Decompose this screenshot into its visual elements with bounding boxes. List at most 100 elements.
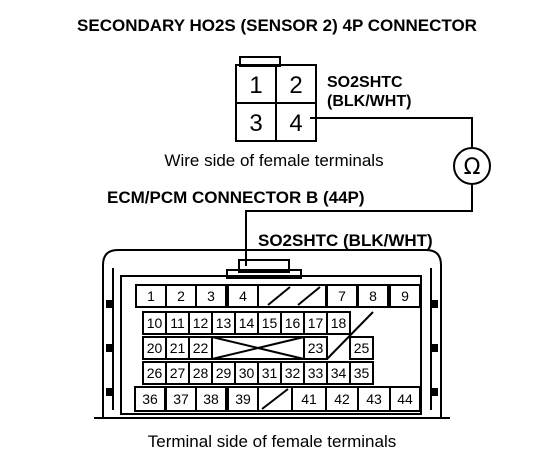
terminal-cell: 1 — [135, 284, 167, 308]
blank-slash — [267, 286, 291, 306]
terminal-number: 13 — [216, 315, 232, 331]
ecm-connector-housing — [94, 249, 450, 419]
terminal-cell: 31 — [257, 361, 282, 385]
terminal-cell: 20 — [142, 336, 167, 360]
terminal-number: 14 — [239, 315, 255, 331]
terminal-cell: 34 — [326, 361, 351, 385]
terminal-cell: 38 — [195, 386, 227, 412]
terminal-number: 38 — [203, 391, 219, 407]
terminal-number: 22 — [193, 340, 209, 356]
terminal-number: 27 — [170, 365, 186, 381]
sensor-terminal: 3 — [249, 110, 262, 137]
blank-slash — [261, 388, 289, 410]
terminal-number: 42 — [334, 391, 350, 407]
terminal-number: 34 — [331, 365, 347, 381]
terminal-cell: 26 — [142, 361, 167, 385]
terminal-cell: 43 — [357, 386, 391, 412]
terminal-cell: 28 — [188, 361, 213, 385]
terminal-cell: 27 — [165, 361, 190, 385]
diagram-title: SECONDARY HO2S (SENSOR 2) 4P CONNECTOR — [77, 16, 477, 35]
terminal-cell: 3 — [195, 284, 227, 308]
terminal-number: 16 — [285, 315, 301, 331]
terminal-cell: 11 — [165, 311, 190, 335]
terminal-number: 26 — [147, 365, 163, 381]
terminal-cell: 15 — [257, 311, 282, 335]
terminal-cell: 16 — [280, 311, 305, 335]
sensor-wire-name: SO2SHTC — [327, 74, 403, 91]
terminal-cell: 32 — [280, 361, 305, 385]
terminal-cell: 44 — [389, 386, 421, 412]
terminal-number: 15 — [262, 315, 278, 331]
terminal-number: 36 — [142, 391, 158, 407]
terminal-cell: 37 — [165, 386, 197, 412]
housing-latches — [106, 300, 438, 396]
terminal-cell: 14 — [234, 311, 259, 335]
blank-cross — [211, 336, 305, 360]
ohmmeter-icon: Ω — [453, 147, 491, 185]
terminal-number: 18 — [331, 315, 347, 331]
terminal-cell: 9 — [389, 284, 421, 308]
terminal-number: 33 — [308, 365, 324, 381]
blank-slash — [326, 311, 374, 360]
terminal-cell: 8 — [357, 284, 389, 308]
terminal-number: 37 — [173, 391, 189, 407]
terminal-cell: 30 — [234, 361, 259, 385]
ecm-connector-title: ECM/PCM CONNECTOR B (44P) — [107, 188, 365, 207]
terminal-number: 39 — [235, 391, 251, 407]
terminal-cell: 39 — [227, 386, 259, 412]
terminal-number: 31 — [262, 365, 278, 381]
terminal-number: 4 — [239, 288, 247, 304]
terminal-number: 2 — [177, 288, 185, 304]
sensor-terminal: 1 — [249, 72, 262, 99]
blank-slash — [297, 286, 321, 306]
terminal-number: 35 — [354, 365, 370, 381]
terminal-number: 23 — [308, 340, 324, 356]
terminal-number: 41 — [301, 391, 317, 407]
terminal-cell: 25 — [349, 336, 374, 360]
terminal-number: 32 — [285, 365, 301, 381]
terminal-number: 9 — [401, 288, 409, 304]
terminal-cell: 41 — [291, 386, 327, 412]
terminal-cell: 2 — [165, 284, 197, 308]
terminal-cell: 33 — [303, 361, 328, 385]
probe-wire-lower — [245, 184, 473, 266]
terminal-number: 25 — [354, 340, 370, 356]
terminal-number: 44 — [397, 391, 413, 407]
terminal-cell: 10 — [142, 311, 167, 335]
terminal-number: 12 — [193, 315, 209, 331]
terminal-cell: 12 — [188, 311, 213, 335]
sensor-terminal: 2 — [289, 72, 302, 99]
terminal-number: 7 — [338, 288, 346, 304]
ecm-wire-label: SO2SHTC (BLK/WHT) — [258, 231, 433, 250]
sensor-4p-connector: 1 2 3 4 — [235, 56, 317, 142]
terminal-cell: 18 — [326, 311, 351, 335]
terminal-cell: 36 — [134, 386, 166, 412]
terminal-cell: 29 — [211, 361, 236, 385]
sensor-caption: Wire side of female terminals — [164, 151, 383, 170]
terminal-number: 21 — [170, 340, 186, 356]
probe-wire-upper — [310, 117, 473, 148]
terminal-cell: 22 — [188, 336, 213, 360]
terminal-cell: 13 — [211, 311, 236, 335]
terminal-cell: 17 — [303, 311, 328, 335]
sensor-terminal: 4 — [289, 110, 302, 137]
terminal-cell: 42 — [325, 386, 359, 412]
terminal-number: 3 — [207, 288, 215, 304]
ohm-symbol: Ω — [464, 155, 481, 180]
terminal-cell: 7 — [326, 284, 358, 308]
terminal-cell: 4 — [227, 284, 259, 308]
terminal-number: 8 — [369, 288, 377, 304]
terminal-number: 10 — [147, 315, 163, 331]
terminal-cell: 23 — [303, 336, 328, 360]
terminal-number: 20 — [147, 340, 163, 356]
terminal-number: 17 — [308, 315, 324, 331]
terminal-cell: 35 — [349, 361, 374, 385]
terminal-cell: 21 — [165, 336, 190, 360]
terminal-number: 43 — [366, 391, 382, 407]
terminal-number: 11 — [170, 315, 185, 331]
sensor-wire-color: (BLK/WHT) — [327, 93, 411, 110]
terminal-number: 1 — [147, 288, 155, 304]
ecm-caption: Terminal side of female terminals — [148, 432, 396, 451]
